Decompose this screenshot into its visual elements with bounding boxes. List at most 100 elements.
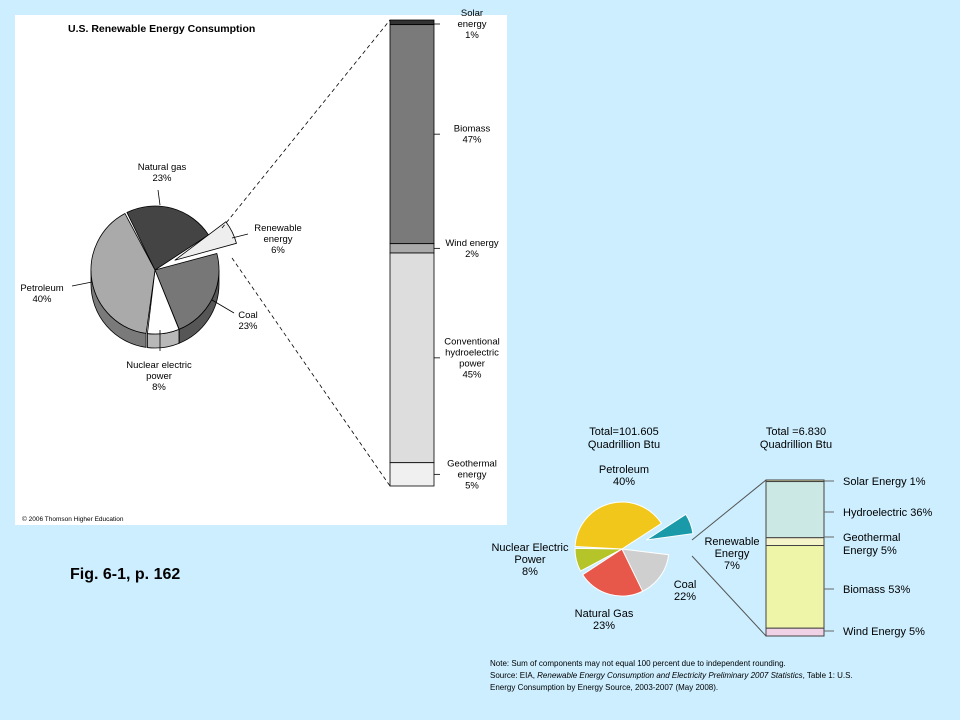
pie-left-label-renew-line: Renewable (254, 223, 302, 234)
bar-right-label-solar: Solar Energy 1% (843, 476, 926, 488)
main-total-line1: Total=101.605 (589, 426, 658, 438)
pie-left-top-nuclear (146, 269, 180, 335)
right-panel: Total=101.605 Quadrillion Btu Total =6.8… (490, 426, 932, 692)
bar-right-segment-geo (765, 537, 825, 547)
bar-right-segment-wind (765, 627, 825, 637)
pie-left-label-renew-line: 6% (271, 245, 285, 256)
pie-left-label-gas-line: 23% (152, 173, 172, 184)
pie-left-label-renew-line: energy (263, 234, 292, 245)
bar-left-label-geo-line: Geothermal (447, 458, 497, 469)
copyright-text: © 2006 Thomson Higher Education (22, 515, 124, 523)
figure-caption: Fig. 6-1, p. 162 (70, 566, 181, 583)
pie-left-leader-renew (231, 233, 249, 239)
bar-right-label-wind-line: Wind Energy 5% (843, 626, 925, 638)
main-total-line2: Quadrillion Btu (588, 439, 660, 451)
bar-right-label-biomass: Biomass 53% (843, 584, 910, 596)
pie-left-connector-top (221, 19, 391, 229)
pie-right-label-nuclear-line: Nuclear Electric (491, 542, 569, 554)
pie-right-slice-petro (574, 501, 663, 550)
bar-left-label-hydro-line: 45% (462, 369, 482, 380)
bar-left-label-solar-line: energy (457, 19, 486, 30)
pie-right-label-gas-line: 23% (593, 620, 615, 632)
pie-left-slice-petro (90, 212, 156, 348)
pie-left-label-petro-line: 40% (32, 294, 52, 305)
pie-right-label-renew-line: Renewable (704, 536, 759, 548)
pie-right-label-nuclear-line: 8% (522, 566, 538, 578)
pie-right-slice-nuclear (574, 547, 623, 572)
note-line2-prefix: Source: EIA, (490, 671, 537, 680)
pie-right-label-petro-line: Petroleum (599, 464, 649, 476)
pie-left-top-gas (126, 205, 210, 271)
bar-left-label-wind-line: 2% (465, 249, 479, 260)
pie-left-leader-petro (71, 281, 93, 287)
pie-left-slice-renew (174, 221, 237, 261)
pie-left-label-coal-line: Coal (238, 310, 258, 321)
pie-right-connector-bottom (691, 555, 767, 637)
renewable-total-line1: Total =6.830 (766, 426, 826, 438)
bar-left-segment-solar (389, 19, 435, 26)
bar-left-label-biomass-line: 47% (462, 135, 482, 146)
bar-right-label-biomass-line: Biomass 53% (843, 584, 910, 596)
note-line2-italic: Renewable Energy Consumption and Electri… (537, 671, 802, 680)
pie-left-label-coal-line: 23% (238, 321, 258, 332)
pie-right-label-coal-line: 22% (674, 591, 696, 603)
stacked-bar-right: Solar Energy 1% Hydroelectric 36% Geotherm… (765, 476, 932, 638)
bar-left-segment-geo (389, 462, 435, 487)
bar-right-label-geo-line: Energy 5% (843, 545, 897, 557)
pie-right-label-petro-line: 40% (613, 476, 635, 488)
bar-left-segment-wind (389, 243, 435, 254)
bar-left-label-geo-line: energy (457, 469, 486, 480)
bar-left-label-geo-line: 5% (465, 480, 479, 491)
pie-left-label-nuclear-line: 8% (152, 382, 166, 393)
bar-right-label-geo-line: Geothermal (843, 532, 900, 544)
bar-right-label-hydro: Hydroelectric 36% (843, 507, 932, 519)
pie-left-label-nuclear-line: Nuclear electric (126, 360, 192, 371)
pie-left-top-petro (90, 212, 156, 334)
bar-right-label-solar-line: Solar Energy 1% (843, 476, 926, 488)
note-line3: Energy Consumption by Energy Source, 200… (490, 683, 718, 692)
bar-left-label-wind-line: Wind energy (445, 238, 499, 249)
note-line2: Source: EIA, Renewable Energy Consumptio… (490, 671, 853, 680)
bar-left-label-solar-line: 1% (465, 30, 479, 41)
pie-left-top-renew (174, 221, 237, 261)
bar-left-label-solar-line: Solar (461, 8, 483, 19)
pie-right-label-renew-line: Energy (715, 548, 750, 560)
pie-left-connector-bottom (231, 257, 391, 487)
bar-left-label-hydro-line: power (459, 358, 485, 369)
pie-right-slice-gas (581, 548, 644, 597)
note-line2-suffix: , Table 1: U.S. (803, 671, 853, 680)
bar-left-segment-biomass (389, 24, 435, 245)
pie-right-label-gas-line: Natural Gas (575, 608, 634, 620)
pie-left-slice-gas (126, 205, 210, 271)
left-chart-title: U.S. Renewable Energy Consumption (68, 23, 255, 35)
pie-right-slice-renew (646, 513, 694, 541)
pie-left-slice-nuclear (146, 269, 180, 349)
pie-left-top-coal (154, 252, 220, 330)
pie-left-label-petro-line: Petroleum (20, 283, 63, 294)
left-panel: U.S. Renewable Energy Consumption © 2006… (15, 8, 507, 525)
bar-left-label-hydro-line: hydroelectric (445, 347, 499, 358)
bar-left-label-biomass-line: Biomass (454, 124, 491, 135)
bar-left-label-hydro-line: Conventional (444, 336, 499, 347)
pie-left-label-gas-line: Natural gas (138, 162, 187, 173)
pie-right-label-nuclear-line: Power (514, 554, 546, 566)
pie-right-label-coal-line: Coal (674, 579, 697, 591)
bar-right-segment-biomass (765, 545, 825, 629)
bar-left-segment-hydro (389, 252, 435, 464)
pie-right-connector-top (691, 479, 767, 541)
pie-left-leader-coal (211, 299, 235, 314)
renewable-total-line2: Quadrillion Btu (760, 439, 832, 451)
